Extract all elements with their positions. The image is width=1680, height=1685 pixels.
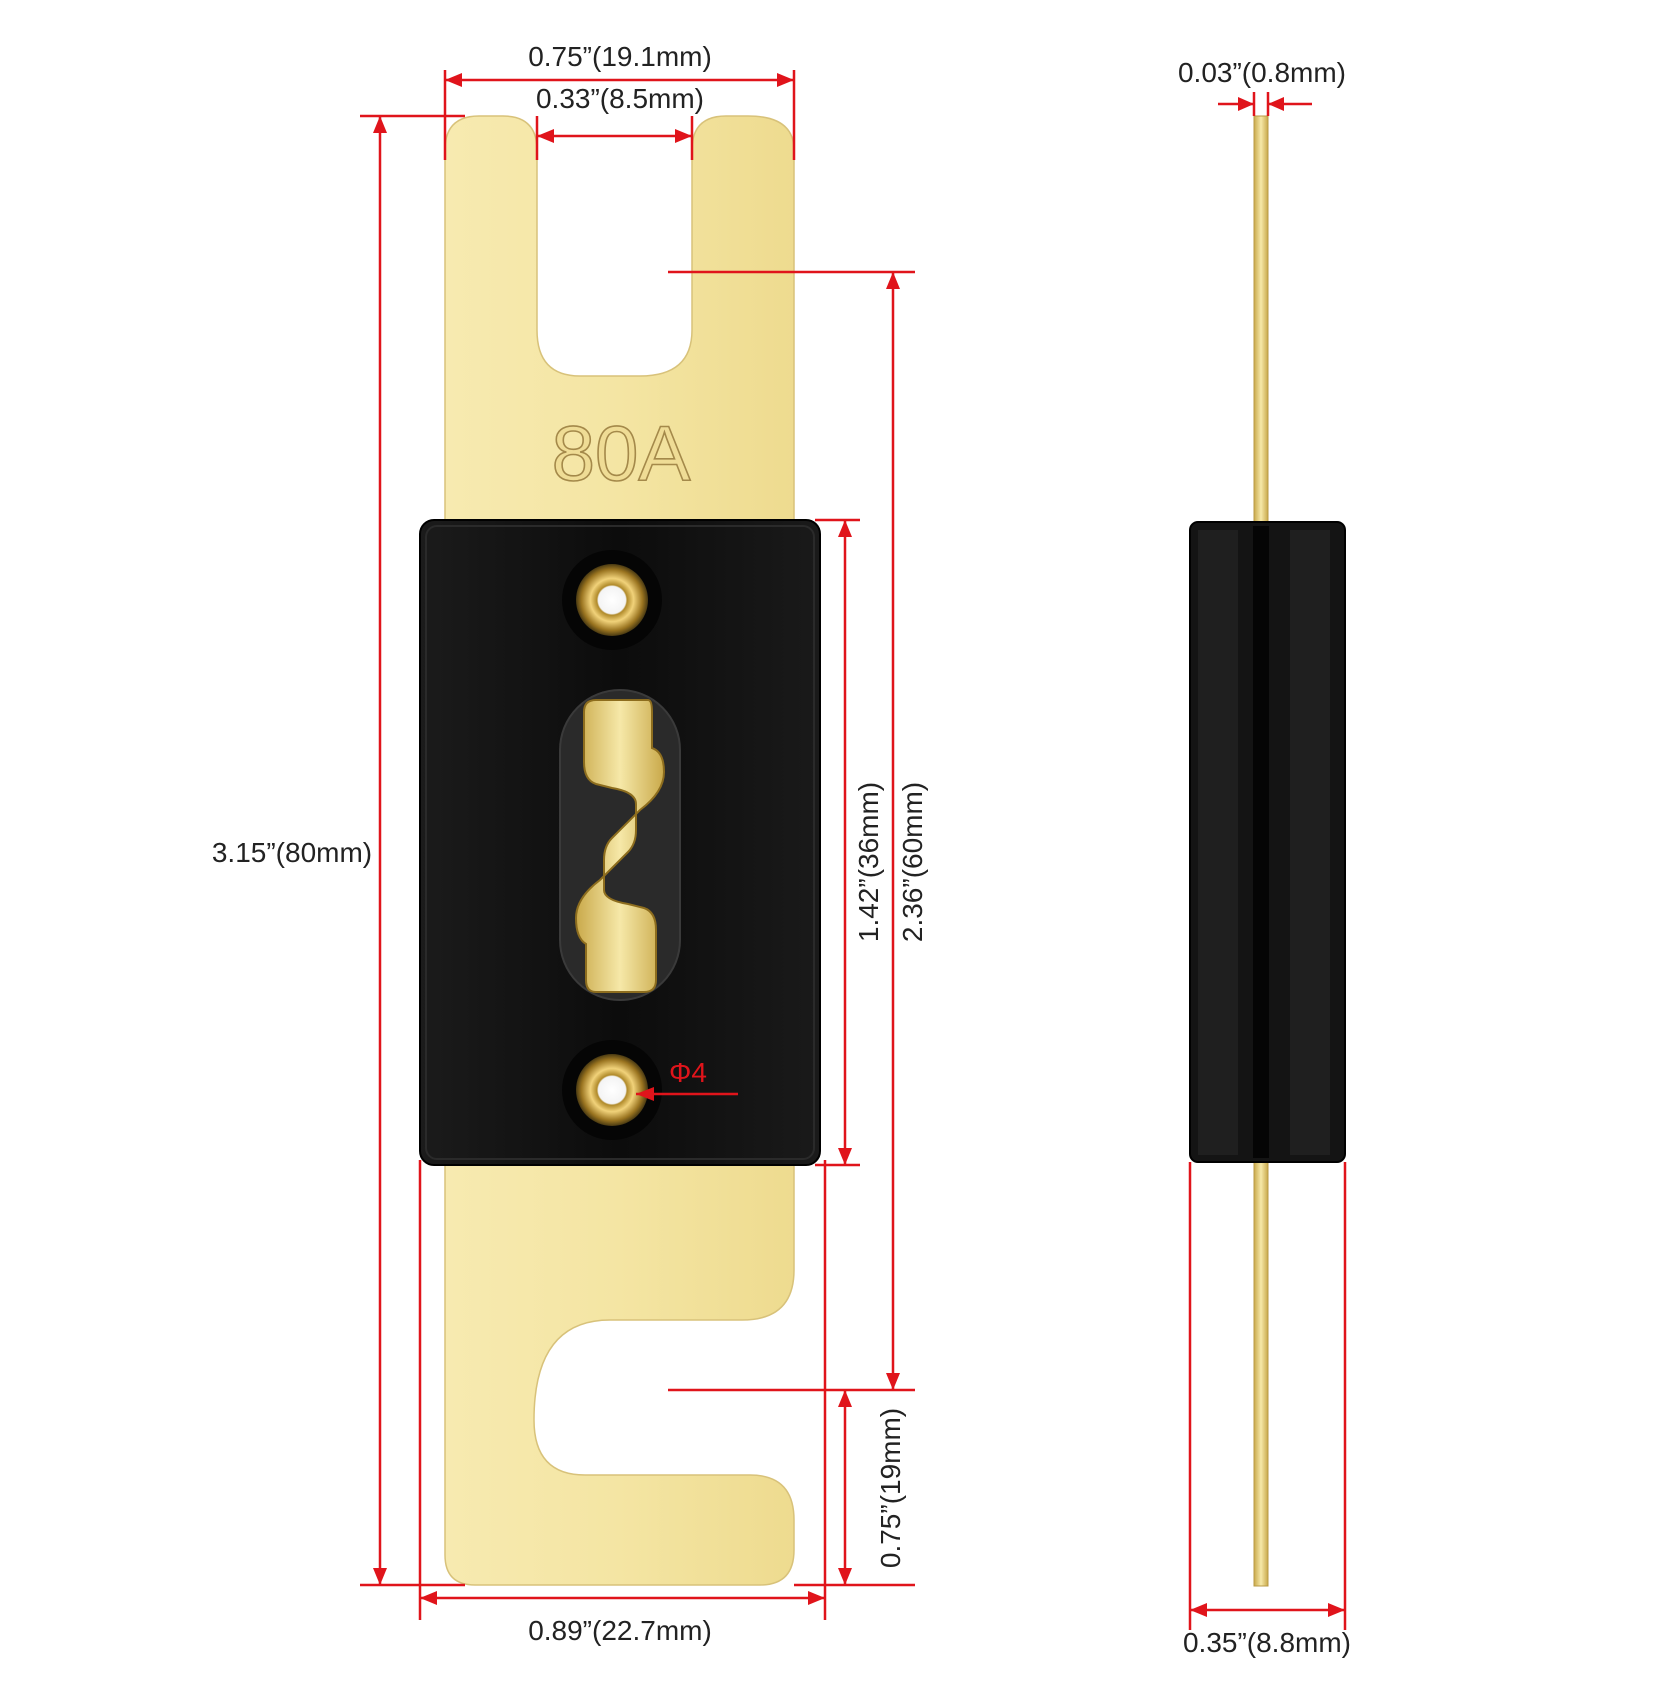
fuse-blade	[444, 115, 795, 521]
mounting-hole-bottom	[562, 1040, 662, 1140]
mounting-hole-top	[562, 550, 662, 650]
label-total-length: 3.15”(80mm)	[212, 837, 372, 868]
dimension-lines	[360, 70, 1347, 1630]
label-top-width: 0.75”(19.1mm)	[528, 41, 712, 72]
dimension-labels: 0.75”(19.1mm) 0.33”(8.5mm) 3.15”(80mm) 1…	[212, 41, 1351, 1658]
label-slot-width: 0.33”(8.5mm)	[536, 83, 704, 114]
fuse-front-view: 80A	[419, 115, 821, 1586]
label-hole-diameter: Φ4	[669, 1057, 707, 1088]
fuse-element	[574, 699, 666, 993]
label-tab-length: 0.75”(19mm)	[875, 1408, 906, 1568]
label-hole-spacing: 2.36”(60mm)	[897, 782, 928, 942]
label-body-height: 1.42”(36mm)	[853, 782, 884, 942]
fuse-side-view	[1189, 115, 1346, 1587]
fuse-element-window	[559, 689, 681, 1001]
label-blade-thickness: 0.03”(0.8mm)	[1178, 57, 1346, 88]
fuse-blade-bottom	[444, 1164, 795, 1586]
rating-label: 80A	[552, 409, 691, 497]
label-body-depth: 0.35”(8.8mm)	[1183, 1627, 1351, 1658]
label-body-width: 0.89”(22.7mm)	[528, 1615, 712, 1646]
